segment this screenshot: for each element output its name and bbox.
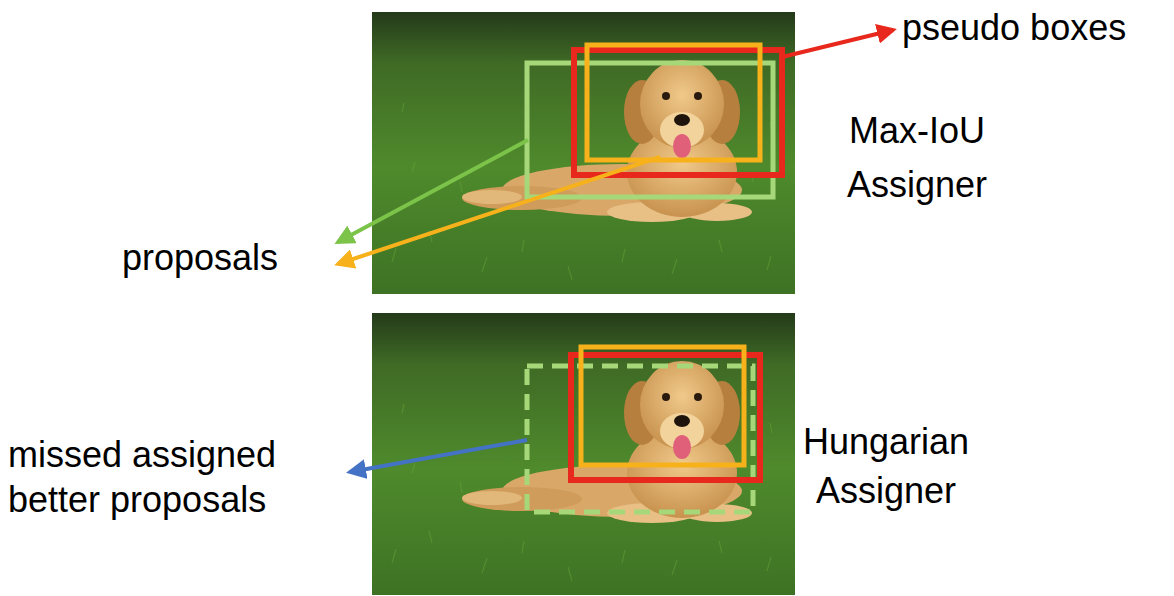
missed-proposal-box: [527, 366, 753, 512]
pseudo-box: [571, 355, 760, 480]
proposal-box: [587, 45, 760, 160]
leader-arrow: [338, 157, 660, 264]
annotation-label: Hungarian Assigner: [786, 418, 986, 515]
annotation-label: pseudo boxes: [902, 6, 1166, 49]
leader-arrow: [350, 440, 527, 472]
leader-arrow: [338, 140, 528, 242]
pseudo-box: [574, 50, 782, 175]
annotation-label: Max-IoU Assigner: [822, 104, 1012, 212]
dog-photo: [372, 12, 795, 294]
leader-arrow: [782, 30, 893, 57]
dog-photo: [372, 313, 795, 595]
annotation-label: missed assigned better proposals: [8, 432, 353, 522]
annotation-label: proposals: [122, 236, 332, 279]
proposal-box: [581, 347, 744, 465]
